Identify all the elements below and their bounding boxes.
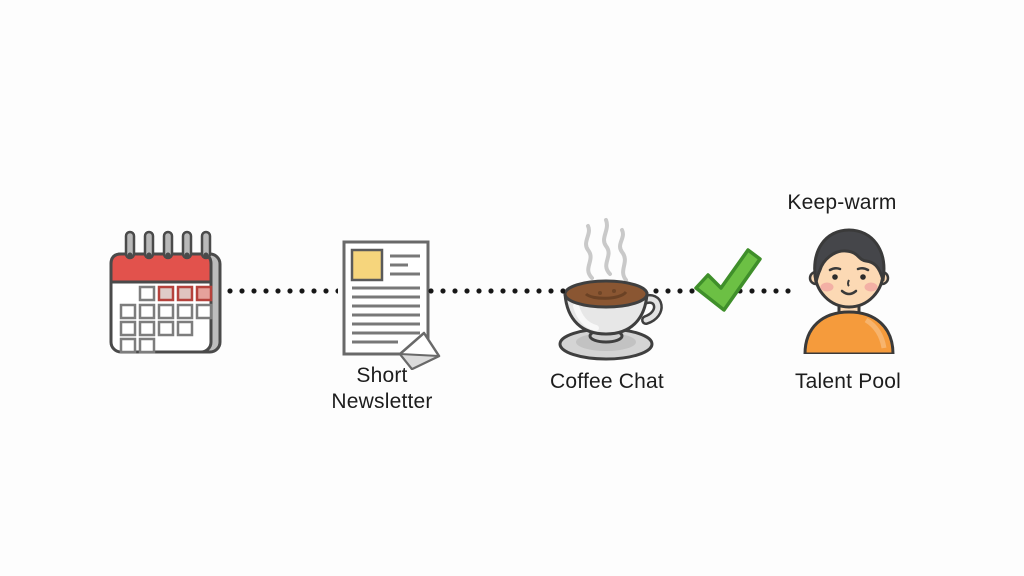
person-smile [840,289,858,296]
cup-highlight [573,303,599,331]
person-icon [803,228,895,356]
talent-pool-label: Talent Pool [794,370,902,393]
person-hair [813,228,886,284]
coffee-node [552,214,667,371]
newsletter-node [336,236,444,375]
coffee-chat-label: Coffee Chat [550,370,664,393]
person-eye-left [832,274,838,280]
newsletter-page-fold [398,331,441,371]
person-eye-right [860,274,866,280]
calendar-node [104,224,226,361]
checkmark-icon [694,248,762,312]
person-eyebrows [828,266,870,272]
keep-warm-label: Keep-warm [787,191,897,214]
checkmark-overlay [688,242,764,323]
coffee-swirl [584,290,628,300]
person-cheek-left [820,282,834,292]
short-newsletter-label: Short Newsletter [331,364,433,413]
calendar-icon [109,230,222,354]
connector-calendar-newsletter [226,287,338,295]
newsletter-document-icon [342,240,441,371]
shirt-highlight [864,317,887,349]
person-cheek-right [864,282,878,292]
person-nose [847,279,850,287]
newsletter-text-lines [352,254,420,344]
calendar-rings [124,230,212,260]
checkmark-shape [694,248,762,312]
coffee-cup-icon [558,218,663,361]
coffee-surface [563,279,649,309]
calendar-header [109,252,213,284]
calendar-grid [119,285,213,354]
person-shirt [803,310,895,356]
connector-newsletter-coffee [427,287,565,295]
talent-pool-node [796,220,902,359]
steam-wisps [584,218,628,282]
newsletter-image-placeholder [350,248,384,282]
